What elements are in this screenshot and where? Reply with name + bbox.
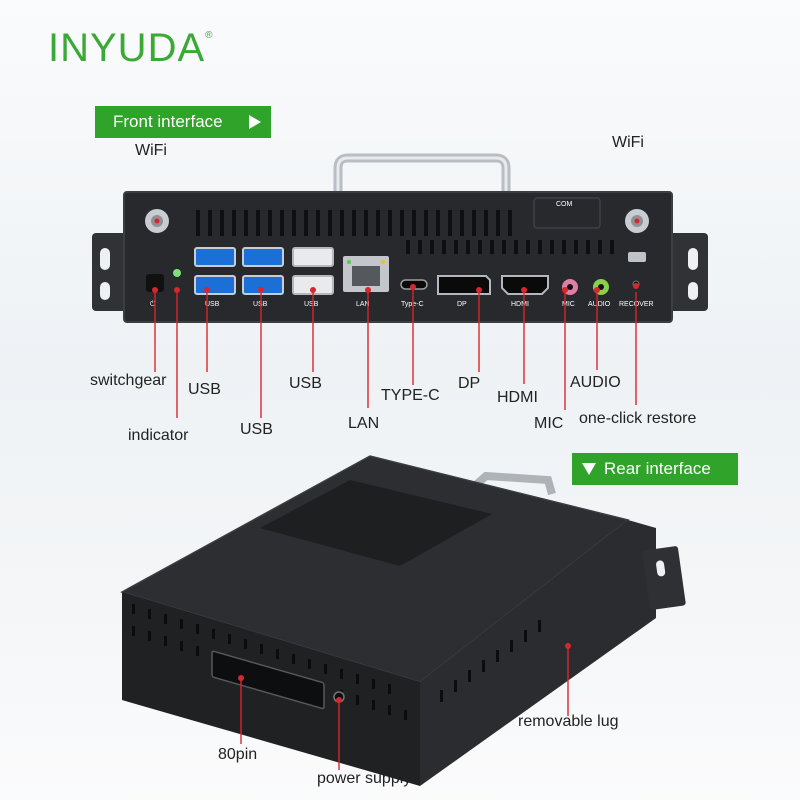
mic-text: MIC (562, 301, 575, 308)
front-pointer-lines (154, 288, 637, 418)
rear-pointer-dots (238, 643, 571, 703)
label-audio: AUDIO (570, 374, 621, 391)
right-face-vents (440, 620, 541, 702)
usb-text-1: USB (205, 301, 220, 308)
power-button (146, 274, 164, 292)
top-perforation (260, 480, 492, 566)
audio-text: AUDIO (588, 301, 611, 308)
label-usb-1: USB (188, 381, 221, 398)
label-wifi-left: WiFi (135, 142, 167, 159)
usb-text-3: USB (304, 301, 319, 308)
svg-text:⏻: ⏻ (150, 300, 156, 308)
label-usb-2: USB (240, 421, 273, 438)
rear-interface-label: Rear interface (604, 459, 711, 478)
label-typec: TYPE-C (381, 387, 440, 404)
label-one-click-restore: one-click restore (579, 410, 697, 427)
label-switchgear: switchgear (90, 372, 167, 389)
com-cover (533, 197, 601, 229)
recover-switch (628, 252, 646, 262)
front-pointer-dots (152, 283, 639, 293)
80pin-connector (211, 650, 325, 710)
usb-blue-ports (194, 247, 284, 295)
rear-pointer-lines (240, 648, 569, 770)
com-text: COM (556, 201, 573, 208)
front-interface-label: Front interface (113, 112, 223, 131)
vent-slots (196, 210, 614, 254)
chassis-top (122, 456, 628, 682)
label-removable-lug: removable lug (518, 713, 619, 730)
rear-interface-banner: Rear interface (572, 453, 738, 485)
front-interface-banner: Front interface (95, 106, 271, 138)
label-power-supply: power supply (317, 770, 412, 787)
label-usb-3: USB (289, 375, 322, 392)
triangle-right-icon (249, 115, 261, 129)
lan-text: LAN (356, 301, 370, 308)
chassis-right-face (420, 520, 656, 786)
dp-text: DP (457, 301, 467, 308)
label-80pin: 80pin (218, 746, 258, 763)
label-indicator: indicator (128, 427, 189, 444)
typec-text: Type-C (401, 301, 424, 308)
indicator-led (173, 269, 181, 277)
triangle-down-icon (582, 463, 596, 475)
hdmi-port (501, 275, 549, 295)
label-wifi-right: WiFi (612, 134, 644, 151)
hdmi-text: HDMI (511, 301, 529, 308)
label-lan: LAN (348, 415, 380, 432)
usb-white-ports (292, 247, 334, 295)
label-hdmi: HDMI (497, 389, 538, 406)
label-dp: DP (458, 375, 481, 392)
label-mic: MIC (534, 415, 564, 432)
brand-logo: INYUDA® (48, 26, 214, 70)
